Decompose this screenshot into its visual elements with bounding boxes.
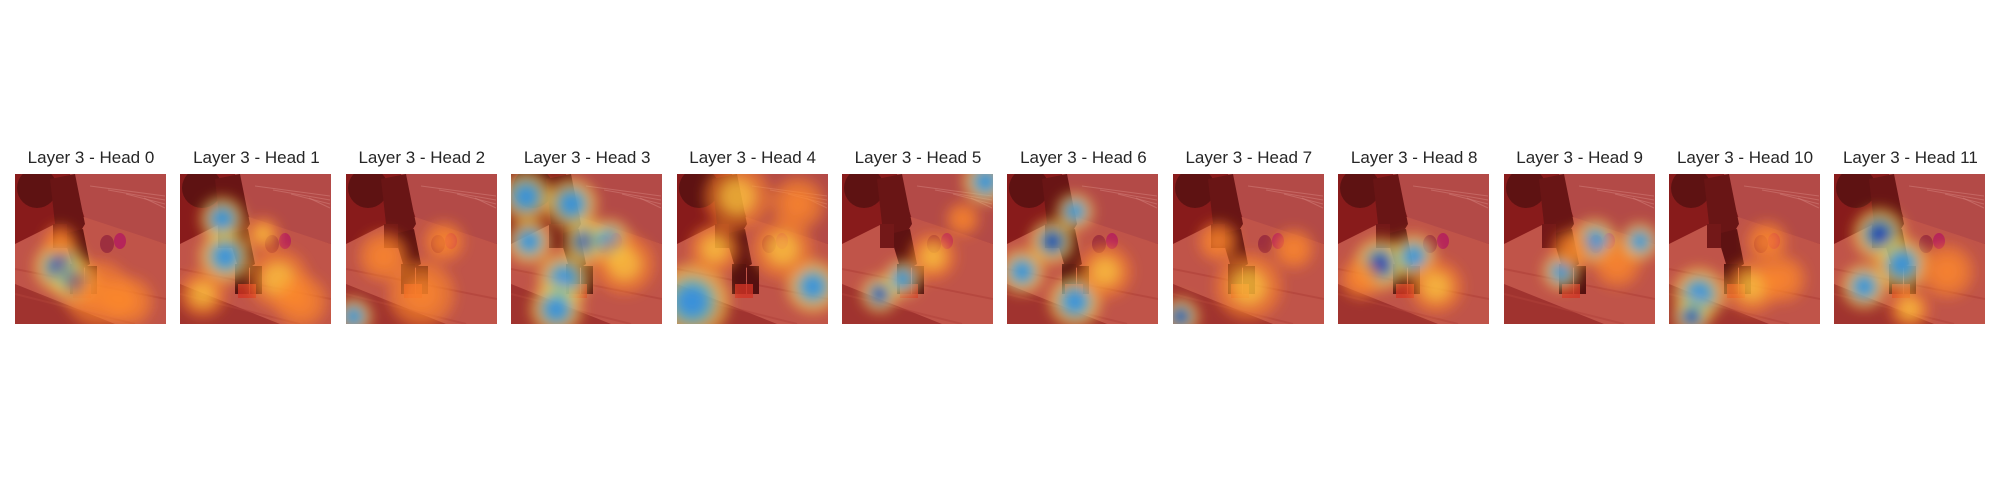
attention-heatmap-image: [1338, 174, 1490, 324]
attention-heatmap-image: [676, 174, 828, 324]
panel-title: Layer 3 - Head 7: [1185, 148, 1313, 167]
panel-title: Layer 3 - Head 5: [854, 148, 982, 167]
panel-title: Layer 3 - Head 6: [1020, 148, 1147, 167]
panel-title: Layer 3 - Head 8: [1350, 148, 1478, 167]
panel-title: Layer 3 - Head 11: [1842, 148, 1978, 167]
attention-heatmap-image: [1834, 174, 1986, 324]
panel-title: Layer 3 - Head 4: [689, 148, 816, 167]
attention-heatmap-image: [1172, 174, 1324, 324]
attention-heatmap-image: [1669, 174, 1820, 324]
panel-title: Layer 3 - Head 3: [523, 148, 651, 167]
attention-heatmap-image: [511, 174, 663, 324]
panel-title: Layer 3 - Head 10: [1676, 148, 1814, 167]
attention-heatmap-image: [345, 174, 497, 324]
attention-heatmap-image: [842, 174, 993, 324]
panel-title: Layer 3 - Head 2: [358, 148, 486, 167]
panel-title: Layer 3 - Head 1: [193, 148, 320, 167]
attention-heatmap-image: [180, 174, 332, 324]
attention-heatmap-image: [1007, 174, 1159, 324]
attention-heatmap-image: [15, 174, 166, 324]
panel-title: Layer 3 - Head 0: [27, 148, 155, 167]
attention-heatmap-image: [1503, 174, 1655, 324]
panel-title: Layer 3 - Head 9: [1516, 148, 1643, 167]
